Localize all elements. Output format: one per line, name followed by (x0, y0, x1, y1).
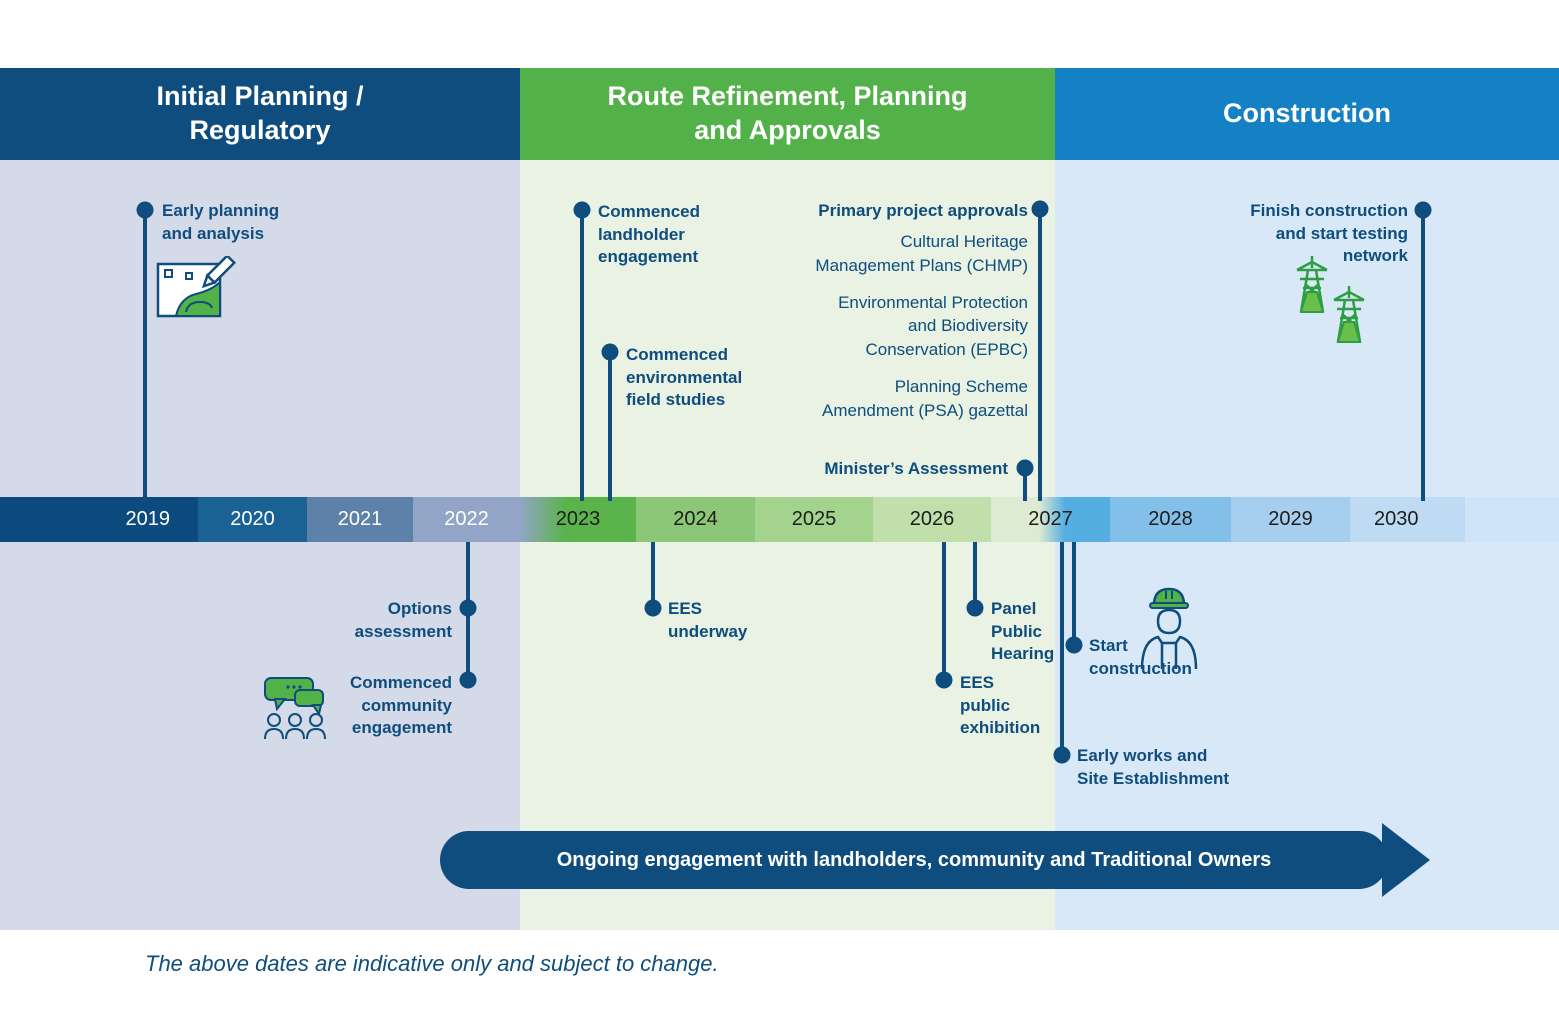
approval-item-psa: Planning Scheme Amendment (PSA) gazettal (822, 376, 1028, 420)
axis-tail (1465, 497, 1559, 542)
milestone-start-construction: Start construction (1089, 636, 1192, 678)
transmission-tower-icon (1296, 256, 1328, 313)
milestone-landholder: Commenced landholder engagement (598, 202, 701, 267)
primary-approvals-list: Cultural Heritage Management Plans (CHMP… (760, 230, 1028, 423)
ongoing-engagement-banner: Ongoing engagement with landholders, com… (440, 831, 1388, 889)
banner-label: Ongoing engagement with landholders, com… (556, 848, 1272, 871)
stem-early-works (1060, 542, 1064, 755)
dot-landholder (573, 201, 591, 219)
milestone-early-works: Early works and Site Establishment (1077, 746, 1230, 788)
footnote: The above dates are indicative only and … (145, 951, 719, 976)
stem-start-construction (1072, 542, 1076, 645)
phase-header-initial-planning: Initial Planning / Regulatory (0, 68, 520, 160)
stem-ees-underway (651, 542, 655, 608)
construction-worker-icon (1140, 587, 1198, 670)
dot-ees-exhibition (935, 671, 953, 689)
stem-primary-approvals (1038, 209, 1042, 501)
stem-panel-hearing (973, 542, 977, 608)
year-2029: 2029 (1231, 497, 1350, 542)
phase-header-route-refinement: Route Refinement, Planning and Approvals (520, 68, 1055, 160)
map-pencil-icon (156, 256, 237, 318)
column-route-refinement (520, 160, 1055, 930)
year-2019: 2019 (0, 497, 198, 542)
year-2021: 2021 (307, 497, 413, 542)
approval-item-chmp: Cultural Heritage Management Plans (CHMP… (815, 232, 1028, 275)
dot-finish-construction (1414, 201, 1432, 219)
stem-early-planning (143, 210, 147, 501)
year-2028: 2028 (1110, 497, 1231, 542)
milestone-env-field: Commenced environmental field studies (626, 345, 743, 410)
column-initial-planning (0, 160, 520, 930)
year-axis: 2019 2020 2021 2022 2023 2024 2025 2026 … (0, 497, 1559, 542)
year-2023: 2023 (520, 497, 636, 542)
milestone-early-planning: Early planning and analysis (162, 201, 280, 243)
year-2026: 2026 (873, 497, 991, 542)
milestone-community: Commenced community engagement (349, 673, 452, 738)
stem-landholder (580, 210, 584, 501)
milestone-ministers-assessment: Minister’s Assessment (824, 459, 1008, 478)
milestone-ees-exhibition: EES public exhibition (960, 673, 1041, 738)
year-2025: 2025 (755, 497, 873, 542)
year-2030: 2030 (1350, 497, 1465, 542)
milestone-ees-underway: EES underway (668, 599, 748, 641)
stem-env-field (608, 352, 612, 501)
dot-ees-underway (644, 599, 662, 617)
dot-options (459, 599, 477, 617)
dot-start-construction (1065, 636, 1083, 654)
community-engagement-icon (264, 677, 326, 740)
milestone-finish-construction: Finish construction and start testing ne… (1250, 201, 1408, 266)
dot-env-field (601, 343, 619, 361)
stem-ministers-assessment (1023, 468, 1027, 501)
dot-panel-hearing (966, 599, 984, 617)
approval-item-epbc: Environmental Protection and Biodiversit… (838, 292, 1028, 360)
transmission-tower-icon (1333, 286, 1365, 343)
year-2020: 2020 (198, 497, 307, 542)
dot-early-works (1053, 746, 1071, 764)
stem-ees-exhibition (942, 542, 946, 680)
dot-ministers-assessment (1016, 459, 1034, 477)
dot-community (459, 671, 477, 689)
dot-primary-approvals (1031, 200, 1049, 218)
dot-early-planning (136, 201, 154, 219)
stem-finish-construction (1421, 210, 1425, 501)
milestone-primary-approvals-title: Primary project approvals (818, 201, 1028, 220)
year-2024: 2024 (636, 497, 755, 542)
phase-header-construction: Construction (1055, 68, 1559, 160)
milestone-panel-hearing: Panel Public Hearing (991, 599, 1055, 664)
milestone-options: Options assessment (354, 599, 452, 641)
year-2027: 2027 (991, 497, 1110, 542)
year-2022: 2022 (413, 497, 520, 542)
